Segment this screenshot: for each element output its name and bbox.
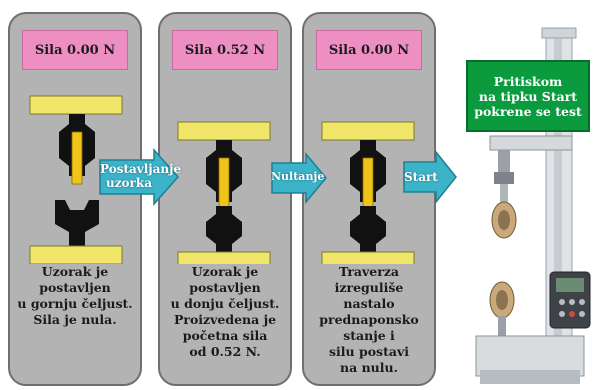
specimen: [71, 131, 83, 185]
arrow-label-zeroing: Nultanje: [271, 170, 325, 183]
force-readout: Sila 0.00 N: [316, 30, 422, 70]
lower-grip: [350, 206, 386, 252]
step-description: Uzorak je postavljen u donju čeljust. Pr…: [170, 264, 280, 359]
arrow-icon: [403, 150, 457, 204]
lower-crosshead: [321, 251, 415, 264]
step-panel-2: Sila 0.52 N Uzorak je postavljen u donju…: [158, 12, 292, 386]
grip-illustration: [321, 121, 415, 264]
lower-crosshead: [29, 245, 123, 264]
start-callout: Pritiskom na tipku Start pokrene se test: [466, 60, 590, 132]
lower-grip: [206, 206, 242, 252]
grip-illustration: [177, 121, 271, 264]
arrow-label-mounting: Postavljanje uzorka: [100, 162, 182, 190]
step-panel-3: Sila 0.00 N Traverza izreguliše nastalo …: [302, 12, 436, 386]
step-description: Traverza izreguliše nastalo prednaponsko…: [319, 264, 419, 375]
upper-crosshead: [321, 121, 415, 141]
step-panel-1: Sila 0.00 N Uzorak je postavljen u gornj…: [8, 12, 142, 386]
testing-machine-image: [475, 27, 591, 384]
lower-crosshead: [177, 251, 271, 264]
grip-illustration: [29, 95, 123, 264]
force-readout: Sila 0.52 N: [172, 30, 278, 70]
force-readout: Sila 0.00 N: [22, 30, 128, 70]
arrow-label-start: Start: [404, 170, 438, 184]
upper-crosshead: [29, 95, 123, 115]
step-description: Uzorak je postavljen u gornju čeljust. S…: [17, 264, 133, 327]
upper-crosshead: [177, 121, 271, 141]
lower-grip: [55, 200, 99, 246]
arrow-icon: [271, 152, 327, 204]
arrow-icon: [99, 148, 180, 206]
